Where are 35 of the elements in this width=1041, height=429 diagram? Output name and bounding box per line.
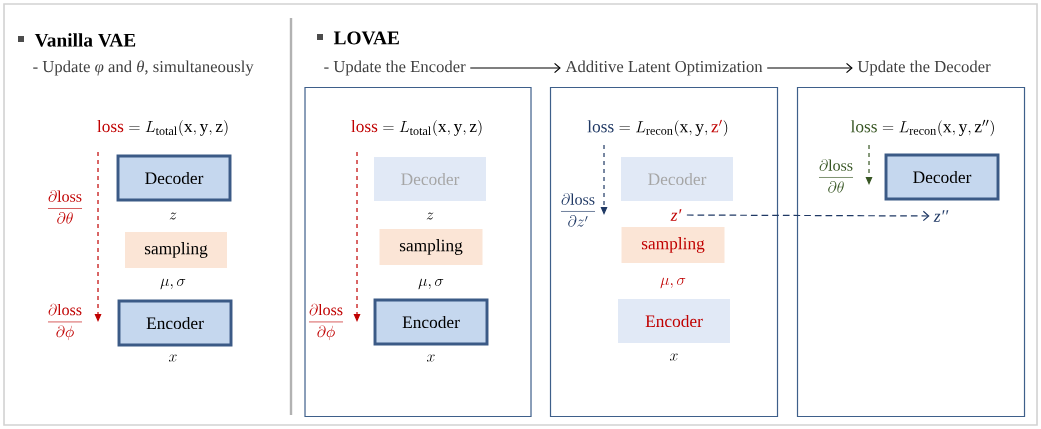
arrow xyxy=(469,62,561,74)
gradient-fraction: $\frac{\partial\mathrm{loss}}{\partial\theta}$ xyxy=(48,190,82,224)
panel-heading: - Update the Encoder xyxy=(324,60,466,76)
gradient-fraction: $\frac{\partial\mathrm{loss}}{\partial z'}$ xyxy=(561,193,596,227)
math-label: $\textcolor[HTML]{C00000}{\mathrm{loss}} = L_{\mathrm{total}}(\mathrm{x},\mathrm{y},\mathrm{z})$ xyxy=(97,120,228,137)
math-label: $\mu,\sigma$ xyxy=(418,278,444,290)
subtitle: - Update φ and θ, simultaneously xyxy=(33,60,254,76)
latent-variable: z′′ xyxy=(933,210,949,222)
math-label: $\textcolor[HTML]{1F3864}{\mathrm{loss}} = L_{\mathrm{recon}}(\mathrm{x},\mathrm{y},\textcolor[HTML]{C00000}{\mathrm{z}'})$ xyxy=(587,119,728,137)
network-block: Decoder xyxy=(116,154,232,202)
faded-block: Decoder xyxy=(621,157,733,201)
sampling-block: sampling xyxy=(621,227,725,263)
math-label: $\textcolor[HTML]{C00000}{\mathrm{loss}} = L_{\mathrm{total}}(\mathrm{x},\mathrm{y},\mathrm{z})$ xyxy=(351,120,482,137)
panel-heading: Update the Decoder xyxy=(857,60,991,76)
gradient-fraction: $\frac{\partial\mathrm{loss}}{\partial\phi}$ xyxy=(48,303,82,341)
gradient-fraction: $\frac{\partial\mathrm{loss}}{\partial\theta}$ xyxy=(819,159,854,193)
arrow xyxy=(686,210,930,222)
math-label: $\mu,\sigma$ xyxy=(660,277,686,289)
math-label: $z$ xyxy=(426,212,434,220)
sampling-block: sampling xyxy=(125,232,227,268)
section-heading: LOVAE xyxy=(317,31,399,45)
gradient-fraction: $\frac{\partial\mathrm{loss}}{\partial\phi}$ xyxy=(309,303,343,341)
panel-heading: Additive Latent Optimization xyxy=(565,60,763,76)
arrow xyxy=(766,62,853,74)
network-block: Encoder xyxy=(373,298,489,346)
section-heading: Vanilla VAE xyxy=(18,33,136,47)
network-block: Decoder xyxy=(884,153,1000,201)
math-label: $\textcolor[HTML]{375623}{\mathrm{loss}} = L_{\mathrm{recon}}(\mathrm{x},\mathrm{y},\mathrm{z}'')$ xyxy=(850,119,994,137)
network-block: Encoder xyxy=(117,299,233,347)
sampling-block: sampling xyxy=(379,229,483,265)
math-label: $z$ xyxy=(169,212,177,220)
math-label: $\mu,\sigma$ xyxy=(160,278,186,290)
faded-block: Encoder xyxy=(618,299,730,343)
latent-variable: z′ xyxy=(670,209,682,221)
faded-block: Decoder xyxy=(374,157,486,201)
